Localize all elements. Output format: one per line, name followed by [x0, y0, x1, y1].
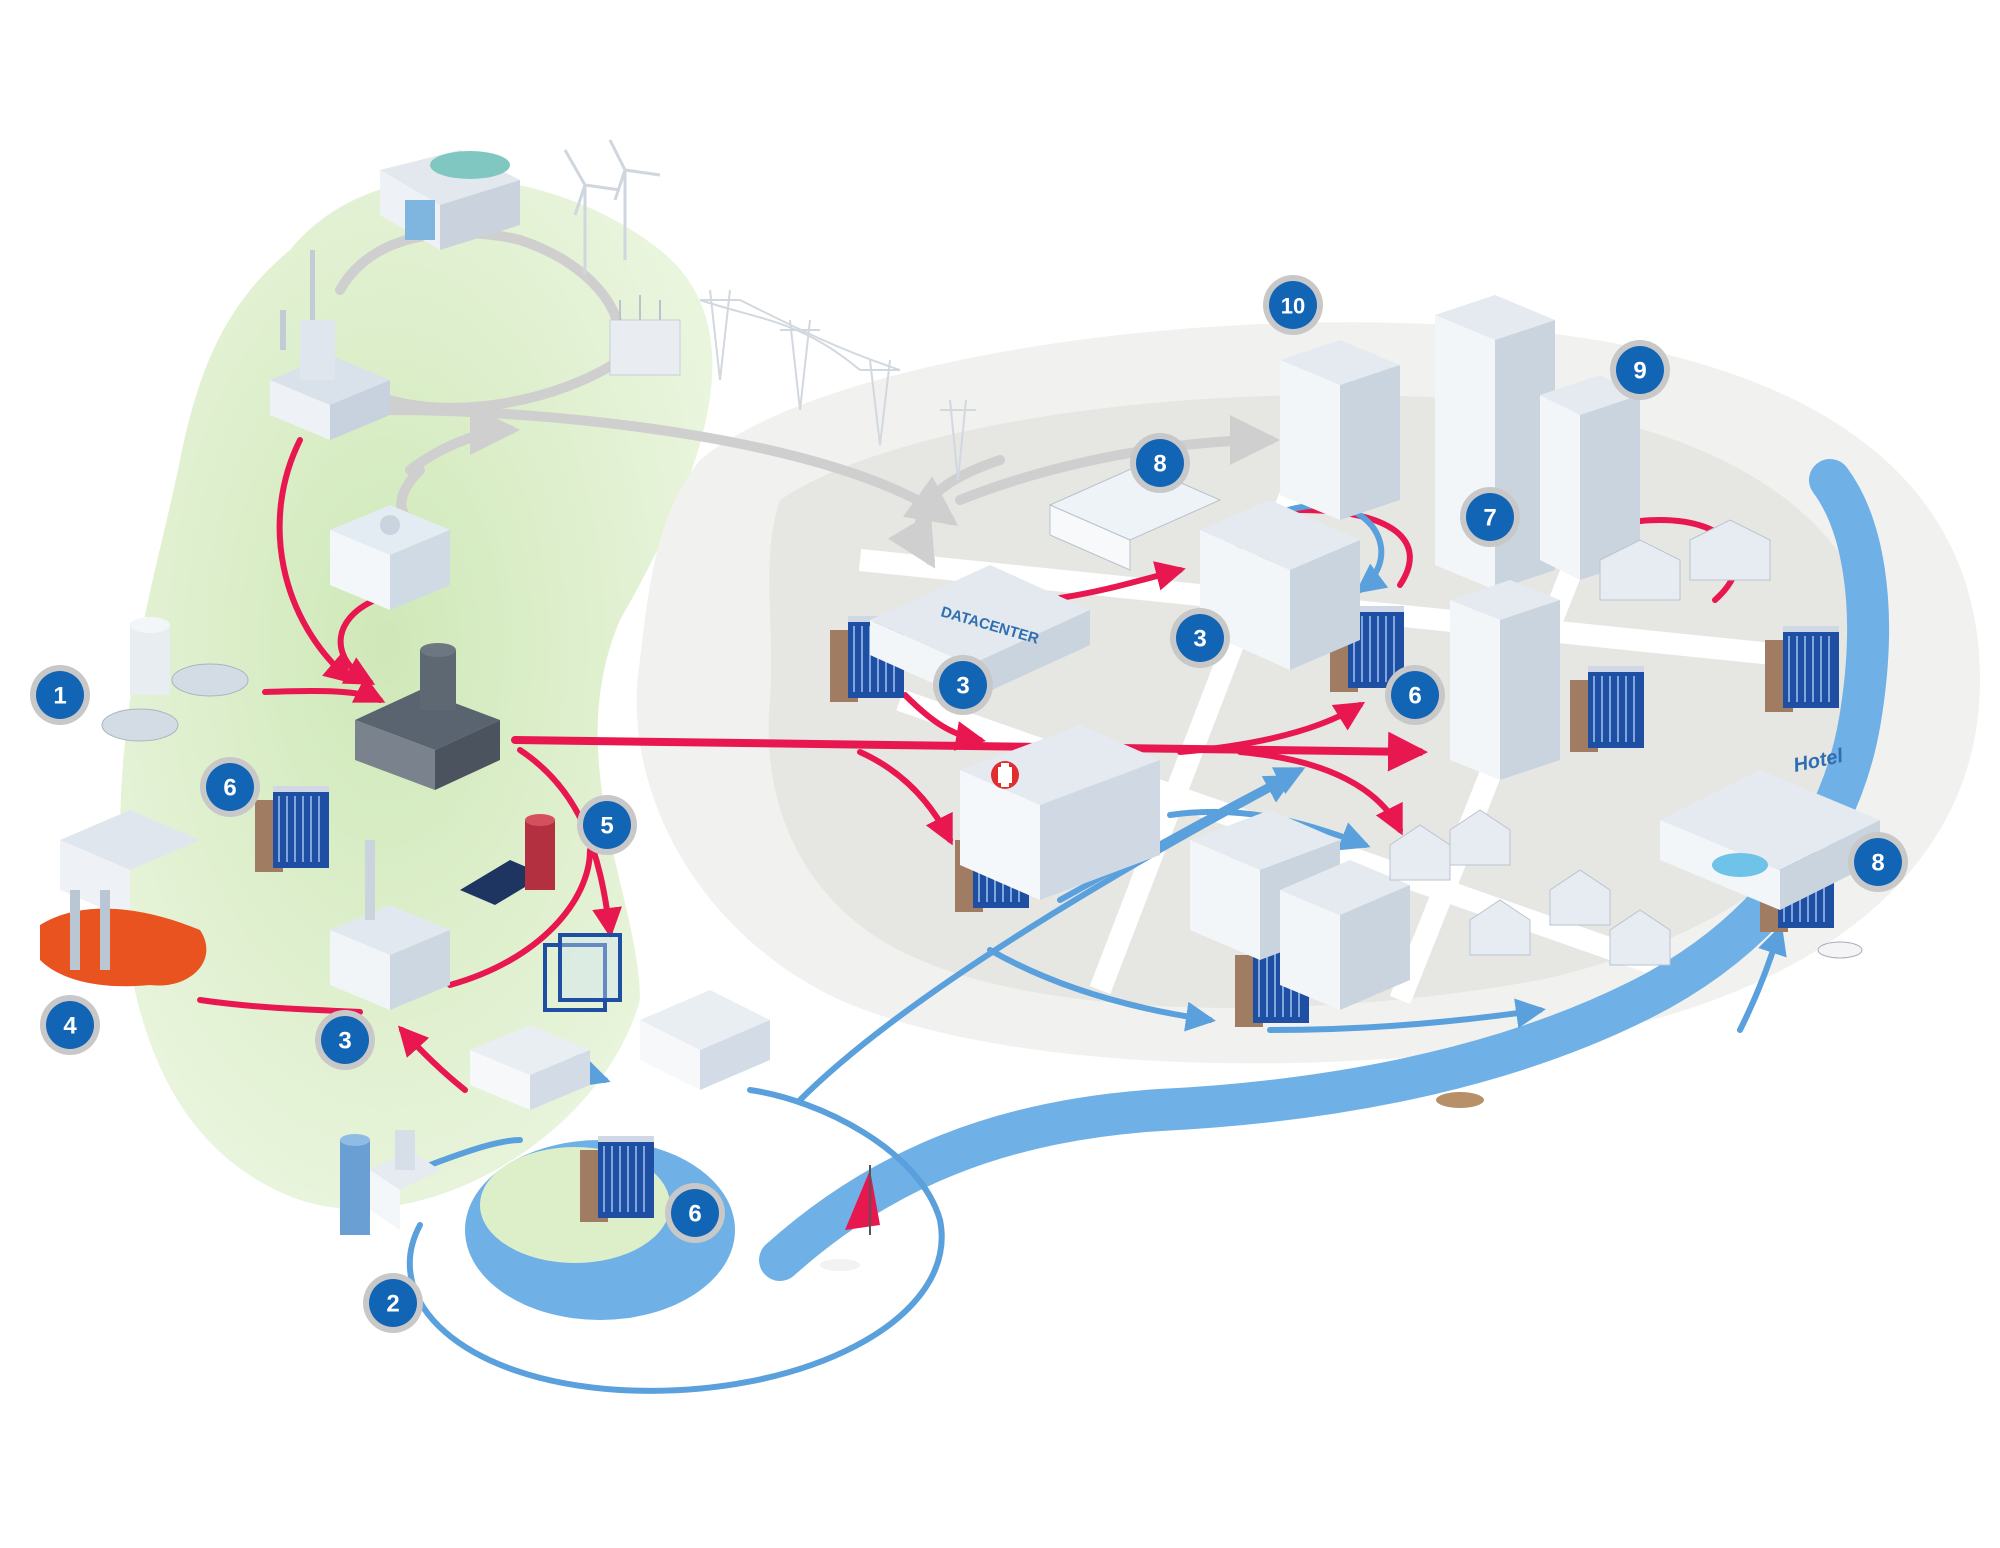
heat-flow-wastewater-to-boiler [262, 675, 386, 703]
cooling-flow-plant-2 [427, 1137, 523, 1168]
badge-6-left[interactable]: 6 [200, 757, 260, 817]
thermal-storage [330, 505, 450, 610]
sailboat-icon [820, 1165, 880, 1271]
solar-thermal [460, 814, 555, 905]
cooling-flow-trunk-2 [1057, 767, 1306, 903]
badge-3-office[interactable]: 3 [1170, 608, 1230, 668]
central-boiler [355, 643, 500, 790]
heat-flow-return-factory [447, 847, 593, 988]
power-pylon-icon [699, 289, 976, 481]
red-cross-icon [991, 761, 1019, 789]
wind-turbine-icon [563, 139, 661, 275]
power-flow-offices [955, 415, 1280, 505]
badge-2[interactable]: 2 [363, 1273, 423, 1333]
power-flow-hydro-turbines [335, 227, 625, 345]
geothermal-reservoir [40, 908, 207, 987]
hydro-dam [380, 150, 520, 250]
svg-text:2: 2 [386, 1291, 399, 1318]
heat-flow-datacenter [902, 692, 986, 751]
badge-8-hotel[interactable]: 8 [1848, 832, 1908, 892]
badge-3-datacenter[interactable]: 3 [933, 655, 993, 715]
badge-5[interactable]: 5 [577, 795, 637, 855]
heat-flow-offices [1177, 701, 1366, 755]
badge-6-pond[interactable]: 6 [665, 1183, 725, 1243]
wastewater-treatment [101, 617, 249, 742]
svg-text:7: 7 [1483, 505, 1496, 532]
svg-text:3: 3 [956, 673, 969, 700]
svg-text:8: 8 [1871, 850, 1884, 877]
badge-10[interactable]: 10 [1263, 275, 1323, 335]
office-buildings [1190, 810, 1410, 1010]
svg-text:3: 3 [338, 1028, 351, 1055]
cooling-flow-houses [1267, 998, 1546, 1033]
power-flow-grid [385, 405, 959, 526]
heat-flow-houses [1237, 749, 1403, 836]
cooling-towers [470, 990, 770, 1110]
heat-flows [197, 437, 1740, 1093]
cooling-flow-hotel [1737, 924, 1787, 1033]
badge-1[interactable]: 1 [30, 665, 90, 725]
badge-3-factory[interactable]: 3 [315, 1010, 375, 1070]
svg-text:9: 9 [1633, 358, 1646, 385]
power-flow-storage [405, 405, 520, 475]
badge-8-greenhouse[interactable]: 8 [1130, 433, 1190, 493]
industrial-plant [340, 1130, 440, 1235]
svg-text:6: 6 [223, 775, 236, 802]
svg-text:5: 5 [600, 813, 613, 840]
svg-text:10: 10 [1281, 294, 1305, 319]
cooling-loop-pond [406, 1087, 945, 1394]
badge-7[interactable]: 7 [1460, 487, 1520, 547]
factory [330, 840, 450, 1010]
power-flow-datacenter [888, 455, 1005, 569]
badges: 1 2 3 3 3 4 5 6 [30, 275, 1908, 1333]
city-buildings: DATACENTER [870, 295, 1880, 1010]
datacenter: DATACENTER [870, 565, 1090, 700]
hotel-pool [1712, 853, 1768, 877]
heat-flow-storage-to-boiler [337, 597, 378, 685]
office-towers [1280, 295, 1640, 780]
svg-text:6: 6 [688, 1201, 701, 1228]
vessels [820, 941, 1863, 1271]
cooling-flow-pond-to-city [797, 775, 1296, 1103]
hotel: Hotel [1660, 745, 1880, 910]
river-channel [759, 459, 1889, 1281]
svg-text:4: 4 [63, 1013, 77, 1040]
svg-text:6: 6 [1408, 683, 1421, 710]
heat-pump-unit [543, 933, 622, 1012]
energy-sources [40, 139, 976, 1235]
heat-flow-hospital [857, 749, 953, 846]
hospital [960, 725, 1160, 900]
svg-text:3: 3 [1193, 626, 1206, 653]
substation [609, 295, 681, 376]
residential-houses [1389, 519, 1771, 966]
svg-text:1: 1 [53, 683, 66, 710]
badge-4[interactable]: 4 [40, 995, 100, 1055]
power-plant [270, 250, 390, 440]
boat-icon [1436, 941, 1863, 1108]
heat-flow-greenhouse [1057, 561, 1186, 601]
badge-9[interactable]: 9 [1610, 340, 1670, 400]
cooling-flow-offices [987, 947, 1216, 1032]
svg-text:8: 8 [1153, 451, 1166, 478]
badge-6-city[interactable]: 6 [1385, 665, 1445, 725]
geothermal-plant [40, 810, 207, 987]
heat-flow-cooling-to-factory [397, 1025, 468, 1093]
background [120, 178, 1980, 1209]
heat-flow-plant-to-boiler [276, 437, 355, 684]
